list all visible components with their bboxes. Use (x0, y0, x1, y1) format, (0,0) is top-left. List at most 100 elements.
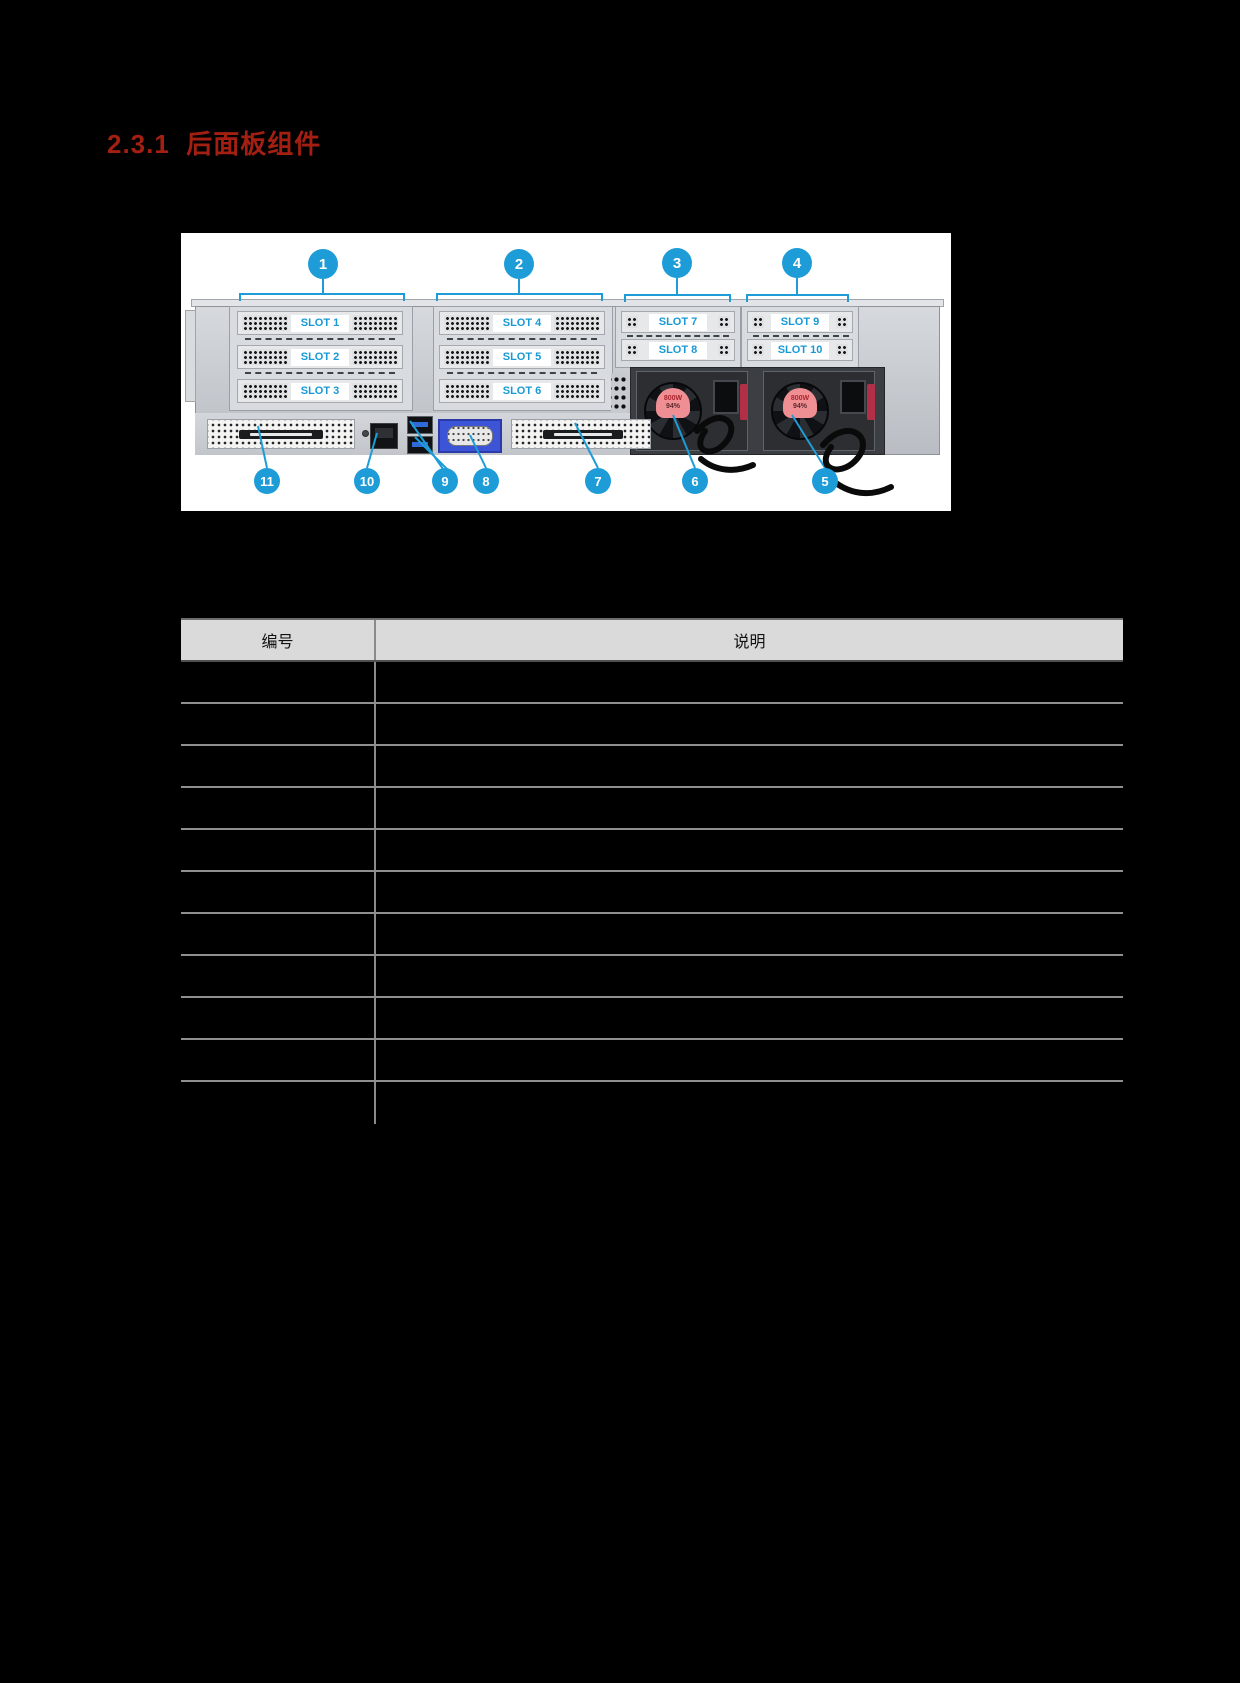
callout-1-circle: 1 (308, 249, 338, 279)
slot-divider (245, 372, 395, 374)
vent-grid (554, 315, 600, 331)
cell-description (376, 830, 1123, 870)
chassis-left-ear (185, 310, 196, 402)
leader-9 (409, 420, 448, 470)
latch-dot (626, 344, 638, 356)
pcie-slot-7: SLOT 7 (621, 311, 735, 333)
psu-rating-badge: 800W 94% (783, 388, 817, 418)
cable-right (828, 476, 894, 497)
latch-dot (836, 316, 848, 328)
slot-divider (245, 338, 395, 340)
rear-panel-table: 编号 说明 (181, 618, 1123, 1124)
slot-label: SLOT 7 (649, 313, 707, 331)
table-row (181, 746, 1123, 788)
slot-4-text: SLOT 4 (502, 317, 542, 329)
rear-panel-figure: SLOT 1 SLOT 2 SLOT 3 SLOT 4 SLOT 5 SLOT … (181, 233, 951, 511)
table-row (181, 1040, 1123, 1082)
ocp-connector (543, 430, 623, 439)
leader-7 (574, 422, 599, 469)
cell-description (376, 662, 1123, 702)
callout-7-circle: 7 (585, 468, 611, 494)
power-supply-2: 800W 94% (763, 371, 875, 451)
bracket-3 (624, 278, 731, 302)
pcie-slot-5: SLOT 5 (439, 345, 605, 369)
slot-label: SLOT 1 (291, 314, 349, 332)
cell-number (181, 830, 376, 870)
cell-number (181, 998, 376, 1038)
callout-3-circle: 3 (662, 248, 692, 278)
latch-dot (752, 316, 764, 328)
psu-efficiency: 94% (665, 403, 680, 410)
psu-efficiency: 94% (792, 403, 807, 410)
uid-led (362, 430, 369, 437)
cell-number (181, 704, 376, 744)
vent-grid (352, 349, 398, 365)
vent-grid (352, 383, 398, 399)
latch-dot (752, 344, 764, 356)
cell-number (181, 872, 376, 912)
vent-grid (242, 349, 288, 365)
leader-6 (672, 414, 696, 469)
cell-number (181, 788, 376, 828)
cell-description (376, 704, 1123, 744)
callout-4-circle: 4 (782, 248, 812, 278)
table-header-row: 编号 说明 (181, 618, 1123, 662)
slot-label: SLOT 9 (771, 313, 829, 331)
vent-grid (444, 349, 490, 365)
slot-divider (447, 372, 597, 374)
cell-number (181, 662, 376, 702)
bracket-4 (746, 278, 849, 302)
slot-9-text: SLOT 9 (780, 316, 820, 328)
power-inlet (713, 380, 739, 414)
pcie-slot-3: SLOT 3 (237, 379, 403, 403)
table-row (181, 914, 1123, 956)
callout-9-circle: 9 (432, 468, 458, 494)
slot-5-text: SLOT 5 (502, 351, 542, 363)
vent-grid (352, 315, 398, 331)
ocp-connector (239, 430, 323, 439)
table-row (181, 830, 1123, 872)
slot-divider (627, 335, 729, 337)
cell-description (376, 998, 1123, 1038)
cell-description (376, 956, 1123, 996)
ocp-slot-right (511, 419, 651, 449)
chassis-vent-column (611, 373, 627, 417)
vent-grid (444, 383, 490, 399)
slot-label: SLOT 2 (291, 348, 349, 366)
bracket-1 (239, 279, 405, 301)
callout-2-circle: 2 (504, 249, 534, 279)
slot-label: SLOT 10 (771, 341, 829, 359)
cell-description (376, 914, 1123, 954)
psu-wattage: 800W (663, 395, 683, 403)
vent-grid (242, 383, 288, 399)
callout-5-circle: 5 (812, 468, 838, 494)
section-heading: 2.3.1 后面板组件 (107, 129, 322, 159)
pcie-slot-1: SLOT 1 (237, 311, 403, 335)
callout-6-circle: 6 (682, 468, 708, 494)
table-header-description: 说明 (733, 634, 766, 651)
slot-label: SLOT 4 (493, 314, 551, 332)
callout-8-circle: 8 (473, 468, 499, 494)
table-row (181, 872, 1123, 914)
slot-label: SLOT 8 (649, 341, 707, 359)
ocp-card-edge (250, 433, 312, 436)
pcie-slot-8: SLOT 8 (621, 339, 735, 361)
leader-10 (366, 432, 378, 469)
leader-8 (469, 434, 487, 469)
ocp-card-edge (554, 433, 612, 436)
slot-8-text: SLOT 8 (658, 344, 698, 356)
table-row (181, 788, 1123, 830)
table-row (181, 1082, 1123, 1124)
power-inlet (840, 380, 866, 414)
slot-3-text: SLOT 3 (300, 385, 340, 397)
usb-port-top (407, 416, 433, 434)
cell-number (181, 956, 376, 996)
leader-11 (257, 425, 268, 469)
cell-number (181, 1082, 376, 1124)
psu-rating-badge: 800W 94% (656, 388, 690, 418)
table-header-number: 编号 (181, 620, 376, 660)
slot-6-text: SLOT 6 (502, 385, 542, 397)
slot-7-text: SLOT 7 (658, 316, 698, 328)
cable-left (698, 456, 756, 473)
